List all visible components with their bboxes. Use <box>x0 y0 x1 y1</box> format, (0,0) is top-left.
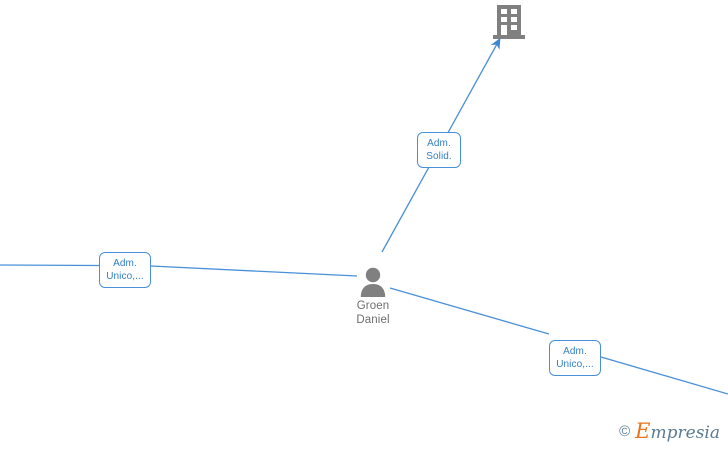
brand-rest: mpresia <box>650 423 721 443</box>
person-node[interactable]: Groen Daniel <box>328 266 418 327</box>
edge-person-to-bottom-right-segment-b <box>600 356 728 395</box>
edge-label-adm-unico-right[interactable]: Adm. Unico,... <box>549 340 601 376</box>
edge-label-adm-unico-left[interactable]: Adm. Unico,... <box>99 252 151 288</box>
edge-left-to-person-segment-b <box>150 265 358 277</box>
building-icon <box>493 5 525 39</box>
person-icon <box>360 267 386 297</box>
edge-left-to-person-segment-a <box>0 264 100 267</box>
edge-label-adm-solid[interactable]: Adm. Solid. <box>417 132 461 168</box>
person-node-label: Groen Daniel <box>356 300 390 326</box>
brand-wordmark: Empresia <box>635 421 720 442</box>
edge-person-to-bottom-right-segment-a <box>389 287 550 335</box>
watermark: © Empresia <box>619 421 720 442</box>
brand-initial: E <box>635 419 651 443</box>
company-node[interactable] <box>491 2 527 42</box>
copyright-icon: © <box>619 423 631 440</box>
